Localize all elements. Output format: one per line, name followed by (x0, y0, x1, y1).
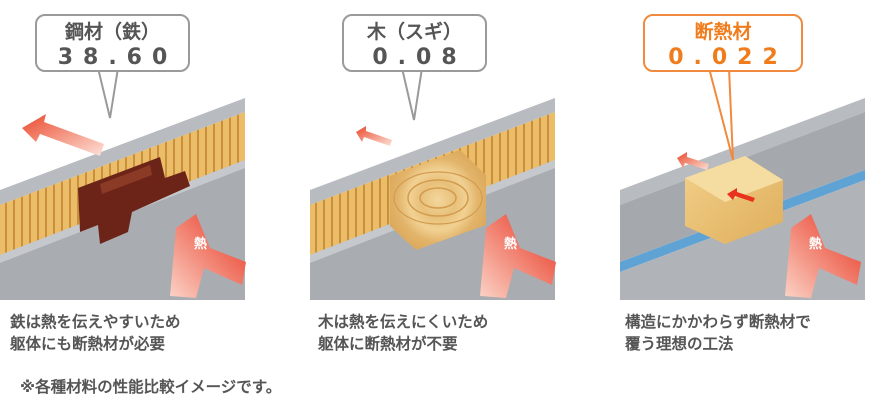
caption-line: 覆う理想の工法 (625, 335, 734, 353)
caption-steel: 鉄は熱を伝えやすいため 躯体にも断熱材が必要 (10, 311, 181, 355)
caption-line: 鉄は熱を伝えやすいため (10, 313, 181, 331)
panel-insulation: 熱 断熱材 0.022 (615, 0, 872, 300)
conductivity-value: 38.60 (57, 45, 178, 70)
steel-frame (78, 157, 190, 244)
material-bubble: 断熱材 0.022 (643, 14, 803, 72)
footnote: ※各種材料の性能比較イメージです。 (20, 378, 282, 396)
caption-line: 構造にかかわらず断熱材で (625, 313, 811, 331)
heat-out-arrow (22, 114, 104, 156)
material-name: 断熱材 (694, 21, 752, 43)
steel-diagram: 熱 (0, 67, 246, 300)
panel-steel: 熱 鋼材（鉄） 38.60 (0, 0, 260, 300)
conductivity-value: 0.022 (668, 45, 788, 70)
top-board (0, 98, 245, 205)
caption-insulation: 構造にかかわらず断熱材で 覆う理想の工法 (625, 311, 811, 355)
material-name: 木（スギ） (366, 21, 462, 43)
heat-out-arrow (356, 126, 392, 146)
cedar-beam (390, 150, 486, 250)
conductivity-value: 0.08 (372, 45, 467, 70)
caption-line: 躯体にも断熱材が必要 (10, 335, 166, 353)
caption-line: 躯体に断熱材が不要 (318, 335, 458, 353)
panel-wood: 熱 木（スギ） 0.08 (310, 0, 570, 300)
heat-in-arrow (170, 214, 246, 298)
caption-line: 木は熱を伝えにくいため (318, 313, 489, 331)
material-name: 鋼材（鉄） (64, 21, 160, 43)
material-bubble: 木（スギ） 0.08 (342, 14, 487, 72)
material-bubble: 鋼材（鉄） 38.60 (35, 14, 190, 72)
heat-out-arrow (677, 152, 709, 170)
heat-label: 熱 (194, 236, 207, 252)
wood-diagram: 熱 (310, 67, 556, 300)
insulation-diagram: 熱 (620, 67, 865, 300)
heat-in-arrow (785, 214, 861, 298)
heat-label: 熱 (809, 236, 822, 252)
heat-label: 熱 (504, 236, 517, 252)
heat-in-arrow (480, 214, 556, 298)
caption-wood: 木は熱を伝えにくいため 躯体に断熱材が不要 (318, 311, 488, 355)
